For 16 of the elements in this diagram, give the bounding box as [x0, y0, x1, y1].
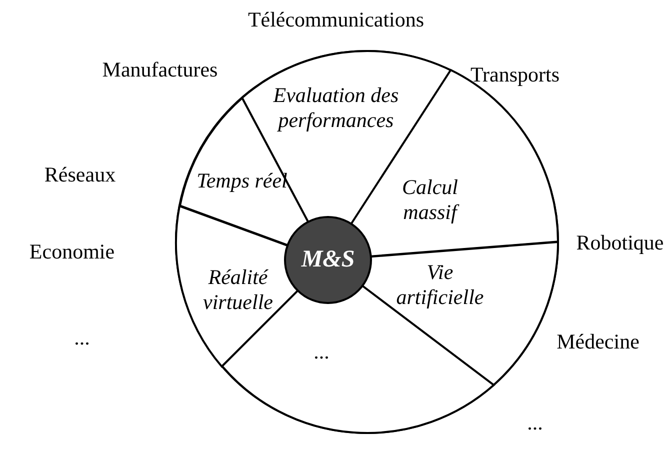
domain-label: Economie: [29, 240, 115, 264]
sector-label: Evaluation des performances: [272, 82, 400, 134]
center-label: M&S: [301, 246, 355, 274]
domain-label: ...: [527, 410, 543, 436]
sector-label: Calcul massif: [401, 174, 460, 226]
sector-label: Réalité virtuelle: [202, 264, 274, 316]
domain-label: Télécommunications: [248, 8, 424, 32]
sector-label: Vie artificielle: [395, 260, 485, 310]
domain-label: Médecine: [556, 330, 640, 354]
domain-label: Robotique: [576, 230, 664, 256]
domain-label: Réseaux: [44, 162, 116, 188]
sector-label: ...: [313, 339, 331, 365]
domain-label: ...: [74, 326, 90, 350]
domain-label: Manufactures: [102, 58, 218, 82]
sector-label: Temps réel: [196, 168, 288, 194]
domain-label: Transports: [470, 62, 560, 88]
